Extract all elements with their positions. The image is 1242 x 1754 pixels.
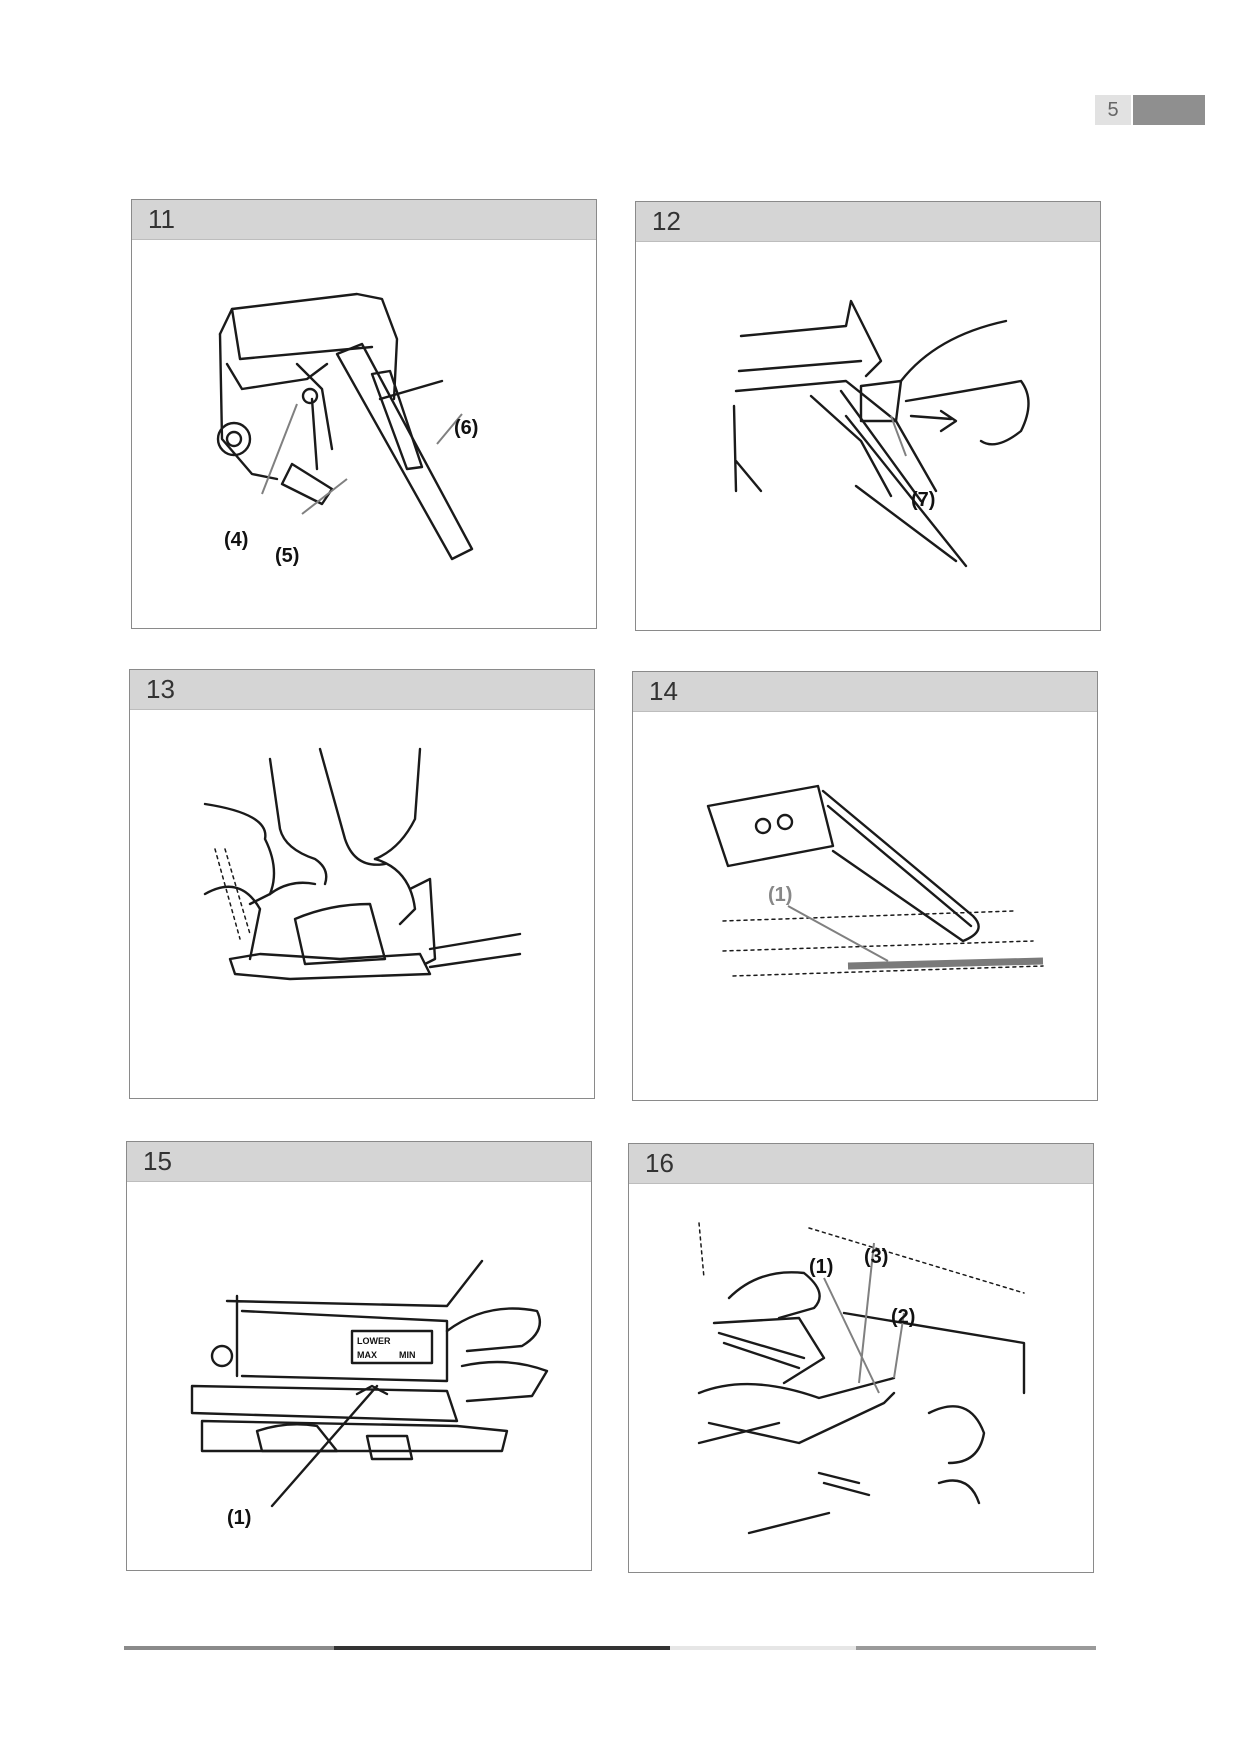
footer-rule bbox=[670, 1646, 856, 1650]
callout-4: (4) bbox=[224, 529, 248, 551]
figure-13-illustration bbox=[203, 747, 522, 981]
figure-15: 15 LOWER MAX MIN (1) bbox=[126, 1141, 592, 1571]
figure-14: 14 (1) bbox=[632, 671, 1098, 1101]
page-number-bar bbox=[1133, 95, 1205, 125]
gauge-max-text: MAX bbox=[357, 1350, 377, 1360]
gauge-lower-text: LOWER bbox=[357, 1336, 391, 1346]
figure-12: 12 (7) bbox=[635, 201, 1101, 631]
figure-13: 13 bbox=[129, 669, 595, 1099]
figure-16: 16 (1) (3) (2) bbox=[628, 1143, 1094, 1573]
callout-7: (7) bbox=[911, 489, 935, 511]
gauge-min-text: MIN bbox=[399, 1350, 416, 1360]
figure-11: 11 (4) (5) (6) bbox=[131, 199, 597, 629]
figure-number: 13 bbox=[130, 670, 594, 710]
callout-1: (1) bbox=[768, 884, 792, 906]
footer-rule bbox=[124, 1646, 334, 1650]
callout-2: (2) bbox=[891, 1306, 915, 1328]
footer-rule bbox=[856, 1646, 1096, 1650]
footer-rule bbox=[334, 1646, 670, 1650]
page-number: 5 bbox=[1095, 95, 1131, 125]
figure-number: 15 bbox=[127, 1142, 591, 1182]
callout-1: (1) bbox=[809, 1256, 833, 1278]
figure-number: 14 bbox=[633, 672, 1097, 712]
figure-number: 16 bbox=[629, 1144, 1093, 1184]
callout-6: (6) bbox=[454, 417, 478, 439]
figure-number: 11 bbox=[132, 200, 596, 240]
figure-15-illustration: LOWER MAX MIN (1) bbox=[190, 1259, 549, 1529]
figure-11-illustration: (4) (5) (6) bbox=[216, 292, 478, 567]
figure-16-illustration: (1) (3) (2) bbox=[697, 1222, 1026, 1535]
callout-5: (5) bbox=[275, 545, 299, 567]
figure-14-illustration: (1) bbox=[706, 784, 1044, 977]
figure-number: 12 bbox=[636, 202, 1100, 242]
callout-1: (1) bbox=[227, 1507, 251, 1529]
figure-12-illustration: (7) bbox=[732, 299, 1030, 568]
callout-3: (3) bbox=[864, 1246, 888, 1268]
